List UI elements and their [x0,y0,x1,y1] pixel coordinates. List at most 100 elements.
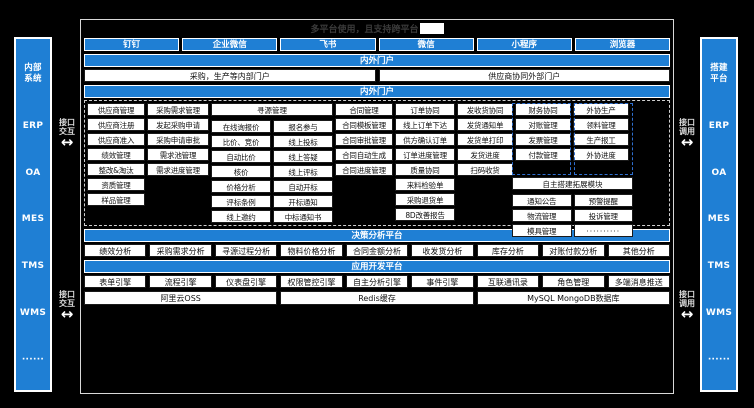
interface-call-bottom-right: 接口 调用 ↔ [672,290,702,322]
sourcing-item-2-1[interactable]: 线上答疑 [273,150,333,163]
extension-item-0-0[interactable]: 通知公告 [512,194,572,207]
contract-col-head[interactable]: 合同管理 [335,103,393,116]
delivery-col-item-1[interactable]: 发货单打印 [457,133,513,146]
outsource-col-head[interactable]: 外协生产 [573,103,629,116]
finance-item-2[interactable]: 付款管理 [515,148,571,161]
portal-item-0[interactable]: 采购，生产等内部门户 [84,69,376,82]
decision-item-8[interactable]: 其他分析 [607,244,670,257]
sourcing-item-4-1[interactable]: 自动开标 [273,180,333,193]
decision-item-2[interactable]: 寻源过程分析 [214,244,278,257]
portal-item-1[interactable]: 供应商协同外部门户 [378,69,670,82]
connector-label: 接口 [679,118,695,127]
demand-col-head[interactable]: 采购需求管理 [147,103,209,116]
finance-item-0[interactable]: 对账管理 [515,118,571,131]
interface-interaction-top-left: 接口 交互 ↔ [52,118,82,150]
build-platform-item-4: TMS [707,261,731,272]
finance-item-1[interactable]: 发票管理 [515,133,571,146]
demand-col-item-2[interactable]: 需求池管理 [147,148,209,161]
appdev-item-6[interactable]: 互联通讯录 [476,275,540,288]
supplier-col-head[interactable]: 供应商管理 [87,103,145,116]
supplier-col-item-2[interactable]: 绩效管理 [87,148,145,161]
contract-col-item-1[interactable]: 合同审批管理 [335,133,393,146]
decision-item-3[interactable]: 物料价格分析 [280,244,343,257]
extension-item-1-1[interactable]: 投诉管理 [573,209,633,222]
sourcing-item-0-0[interactable]: 在线询报价 [211,120,271,133]
sourcing-row-0: 在线询报价报名参与 [211,120,333,133]
sourcing-item-3-0[interactable]: 核价 [211,165,271,178]
contract-col-item-2[interactable]: 合同自动生成 [335,148,393,161]
extension-item-0-1[interactable]: 预警提醒 [573,194,633,207]
channel-button-2[interactable]: 飞书 [280,38,376,51]
outsource-item-1[interactable]: 生产报工 [573,133,629,146]
decision-item-0[interactable]: 绩效分析 [84,244,147,257]
appdev-item-1[interactable]: 流程引擎 [149,275,212,288]
order-col-item-3[interactable]: 质量协同 [395,163,455,176]
sourcing-item-5-1[interactable]: 开标通知 [273,195,333,208]
decision-item-1[interactable]: 采购需求分析 [149,244,212,257]
contract-col-item-3[interactable]: 合同进度管理 [335,163,393,176]
supplier-col-item-0[interactable]: 供应商注册 [87,118,145,131]
sourcing-item-4-0[interactable]: 价格分析 [211,180,271,193]
delivery-col-item-2[interactable]: 发货进度 [457,148,513,161]
channel-button-3[interactable]: 微信 [378,38,474,51]
delivery-col-head[interactable]: 发收货协同 [457,103,513,116]
order-col-head[interactable]: 订单协同 [395,103,455,116]
sourcing-item-0-1[interactable]: 报名参与 [273,120,333,133]
appdev-item-5[interactable]: 事件引擎 [411,275,474,288]
delivery-col-item-3[interactable]: 扫码收货 [457,163,513,176]
appdev-item-8[interactable]: 多端消息推送 [607,275,670,288]
infra-item-0[interactable]: 阿里云OSS [84,291,278,305]
outsource-item-0[interactable]: 领料管理 [573,118,629,131]
sourcing-item-1-0[interactable]: 比价、竞价 [211,135,271,148]
order-col-item-6[interactable]: 8D改善报告 [395,208,455,221]
sourcing-item-6-0[interactable]: 线上邀约 [211,210,271,223]
channel-button-1[interactable]: 企业微信 [182,38,278,51]
internal-system-item-0: 内部系统 [24,62,42,84]
order-col-item-2[interactable]: 订单进度管理 [395,148,455,161]
finance-col-head[interactable]: 财务协同 [515,103,571,116]
demand-col-item-0[interactable]: 发起采购申请 [147,118,209,131]
channel-button-4[interactable]: 小程序 [476,38,572,51]
infra-item-1[interactable]: Redis缓存 [280,291,474,305]
extension-item-2-1[interactable]: ·········· [573,224,633,237]
outsource-item-2[interactable]: 外协进度 [573,148,629,161]
supplier-col-item-3[interactable]: 整改&淘汰 [87,163,145,176]
appdev-item-7[interactable]: 角色管理 [542,275,605,288]
channel-button-0[interactable]: 钉钉 [84,38,180,51]
appdev-item-3[interactable]: 权限管控引擎 [280,275,343,288]
sourcing-item-5-0[interactable]: 评标条例 [211,195,271,208]
extension-row-0: 通知公告预警提醒 [512,194,633,207]
decision-item-6[interactable]: 库存分析 [476,244,540,257]
extension-item-2-0[interactable]: 模具管理 [512,224,572,237]
extension-item-1-0[interactable]: 物流管理 [512,209,572,222]
supplier-col-item-4[interactable]: 资质管理 [87,178,145,191]
order-col-item-1[interactable]: 供方确认订单 [395,133,455,146]
sourcing-item-6-1[interactable]: 中标通知书 [273,210,333,223]
appdev-item-2[interactable]: 仪表盘引擎 [214,275,278,288]
order-col-item-0[interactable]: 线上订单下达 [395,118,455,131]
order-col-item-4[interactable]: 来料检验单 [395,178,455,191]
demand-col-item-3[interactable]: 需求进度管理 [147,163,209,176]
sourcing-item-2-0[interactable]: 自动比价 [211,150,271,163]
sourcing-col-head[interactable]: 寻源管理 [211,103,333,116]
infra-item-2[interactable]: MySQL MongoDB数据库 [476,291,670,305]
sourcing-item-3-1[interactable]: 线上评标 [273,165,333,178]
channel-button-5[interactable]: 浏览器 [574,38,671,51]
demand-col-item-1[interactable]: 采购申请审批 [147,133,209,146]
appdev-item-4[interactable]: 自主分析引擎 [345,275,409,288]
appdev-item-0[interactable]: 表单引擎 [84,275,147,288]
connector-label: 接口 [59,118,75,127]
order-col-item-5[interactable]: 采购退货单 [395,193,455,206]
connector-label: 交互 [59,299,75,308]
decision-item-7[interactable]: 对账付款分析 [542,244,605,257]
contract-col-item-0[interactable]: 合同模板管理 [335,118,393,131]
decision-item-5[interactable]: 收发货分析 [411,244,474,257]
decision-item-4[interactable]: 合同金额分析 [345,244,409,257]
sourcing-row-6: 线上邀约中标通知书 [211,210,333,223]
supplier-col-item-1[interactable]: 供应商准入 [87,133,145,146]
sourcing-item-1-1[interactable]: 线上投标 [273,135,333,148]
delivery-col-item-0[interactable]: 发货通知单 [457,118,513,131]
supplier-col-item-5[interactable]: 样品管理 [87,193,145,206]
extension-head[interactable]: 自主搭建拓展模块 [512,177,633,190]
